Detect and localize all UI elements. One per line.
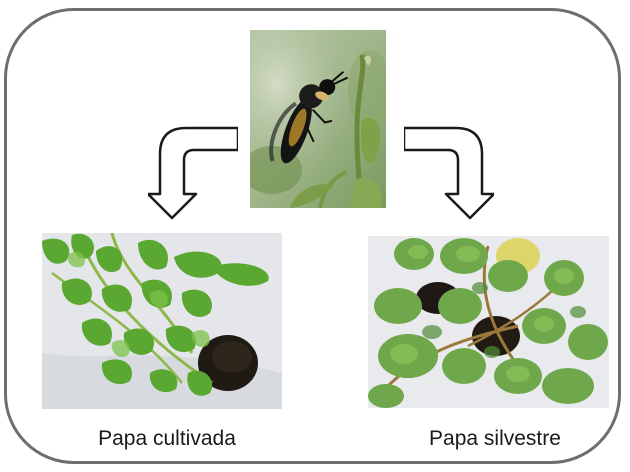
cultivated-potato-photo	[42, 233, 282, 409]
wild-potato-photo	[368, 236, 609, 408]
caption-cultivated-potato: Papa cultivada	[62, 427, 272, 451]
caption-wild-potato: Papa silvestre	[390, 427, 600, 451]
arrow-down-left-icon	[148, 124, 238, 220]
arrow-down-right-icon	[404, 124, 494, 220]
insect-photo	[250, 30, 386, 208]
